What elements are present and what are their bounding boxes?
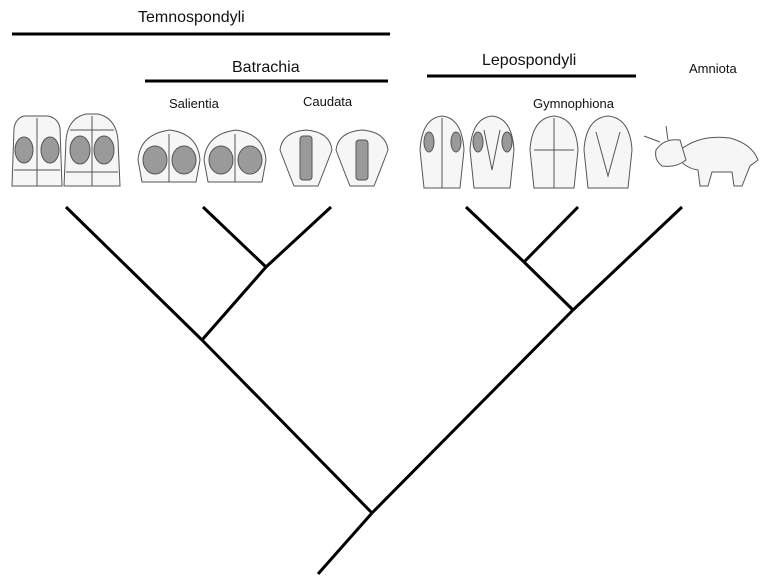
branch-temnospondyli-clade: [202, 340, 372, 513]
branch-gymnophiona: [524, 207, 578, 262]
branch-lepospondyli: [524, 262, 573, 310]
caecilian-skull-icon: [530, 116, 632, 188]
branch-salientia: [203, 207, 266, 267]
label-gymnophiona: Gymnophiona: [533, 97, 614, 110]
salamander-skull-icon: [280, 130, 388, 186]
branch-lepospondyl-leaf: [466, 207, 524, 262]
branch-amniota: [573, 207, 682, 310]
label-caudata: Caudata: [303, 95, 352, 108]
temnospondyl-skull-icon: [12, 114, 120, 186]
label-temnospondyli: Temnospondyli: [138, 10, 245, 26]
branch-root: [318, 513, 372, 574]
label-batrachia: Batrachia: [232, 60, 300, 76]
label-amniota: Amniota: [689, 62, 737, 75]
lepospondyl-skull-icon: [420, 116, 514, 188]
branch-lepospondyli-amniota: [372, 310, 573, 513]
label-salientia: Salientia: [169, 97, 219, 110]
branch-batrachia: [202, 267, 266, 340]
triceratops-icon: [644, 126, 758, 186]
branch-temnospondyl-leaf: [66, 207, 202, 340]
label-lepospondyli: Lepospondyli: [482, 53, 576, 69]
frog-skull-icon: [138, 130, 266, 182]
tree-branches: [66, 207, 682, 574]
branch-caudata: [266, 207, 331, 267]
